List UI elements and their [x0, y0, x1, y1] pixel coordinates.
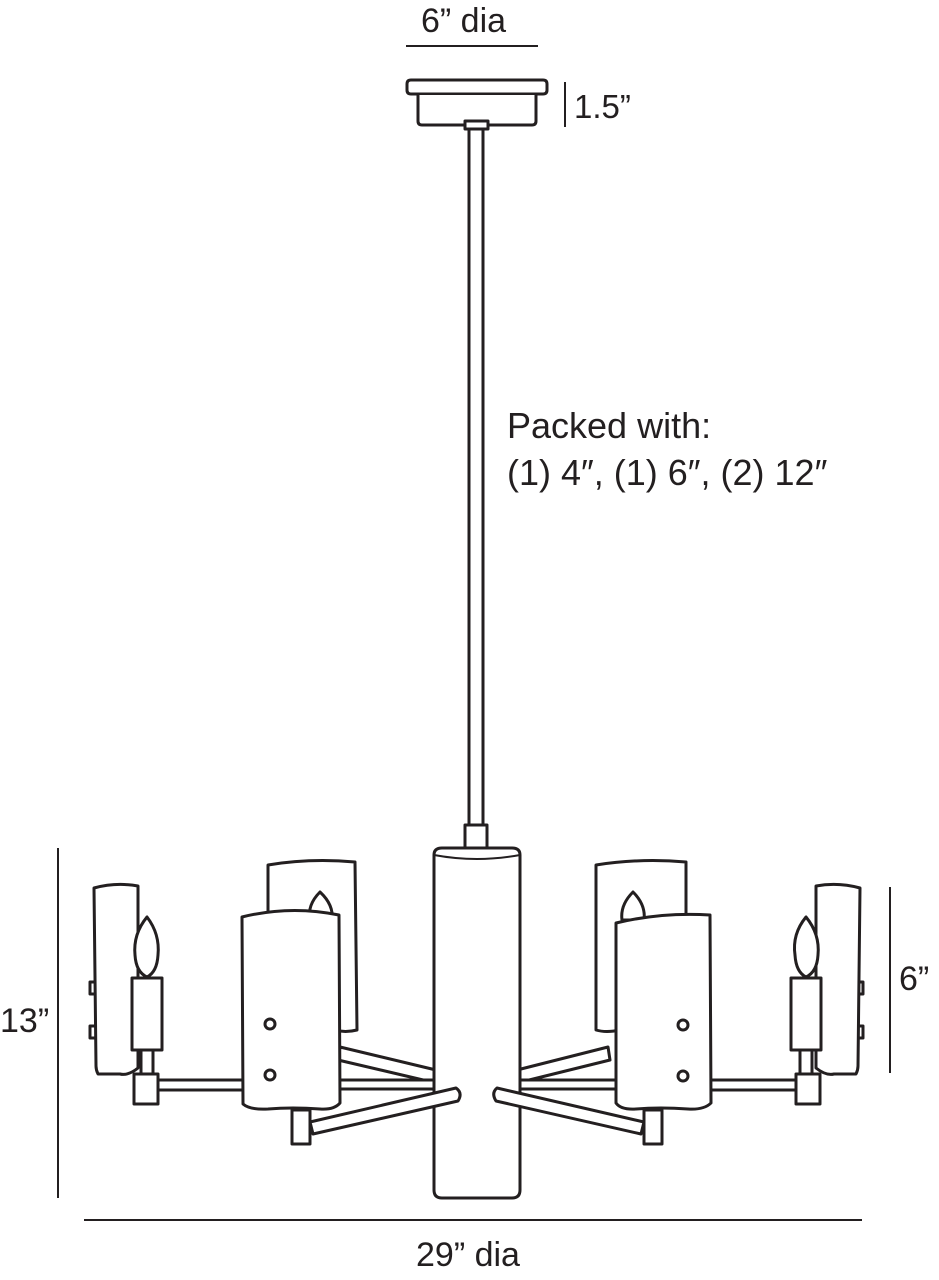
overall-height-label: 13” — [0, 1002, 50, 1040]
right-outer-candle — [789, 915, 823, 1106]
dimension-lines — [57, 45, 891, 1221]
front-left-shade — [240, 909, 342, 1146]
canopy — [405, 78, 549, 131]
left-outer-candle — [130, 915, 164, 1106]
right-outer-shade — [814, 882, 865, 1076]
packed-with-rods: (1) 4″, (1) 6″, (2) 12″ — [507, 452, 828, 493]
shade-height-label: 6” — [899, 960, 930, 998]
canopy-diameter-label: 6” dia — [421, 2, 507, 40]
front-arms — [308, 1086, 646, 1136]
left-outer-shade — [88, 882, 140, 1076]
packed-with-title: Packed with: — [507, 405, 712, 446]
overall-diameter-label: 29” dia — [416, 1236, 520, 1274]
front-right-shade — [614, 912, 713, 1146]
downrod — [463, 127, 489, 851]
canopy-height-label: 1.5” — [574, 88, 631, 125]
center-body — [432, 846, 522, 1200]
